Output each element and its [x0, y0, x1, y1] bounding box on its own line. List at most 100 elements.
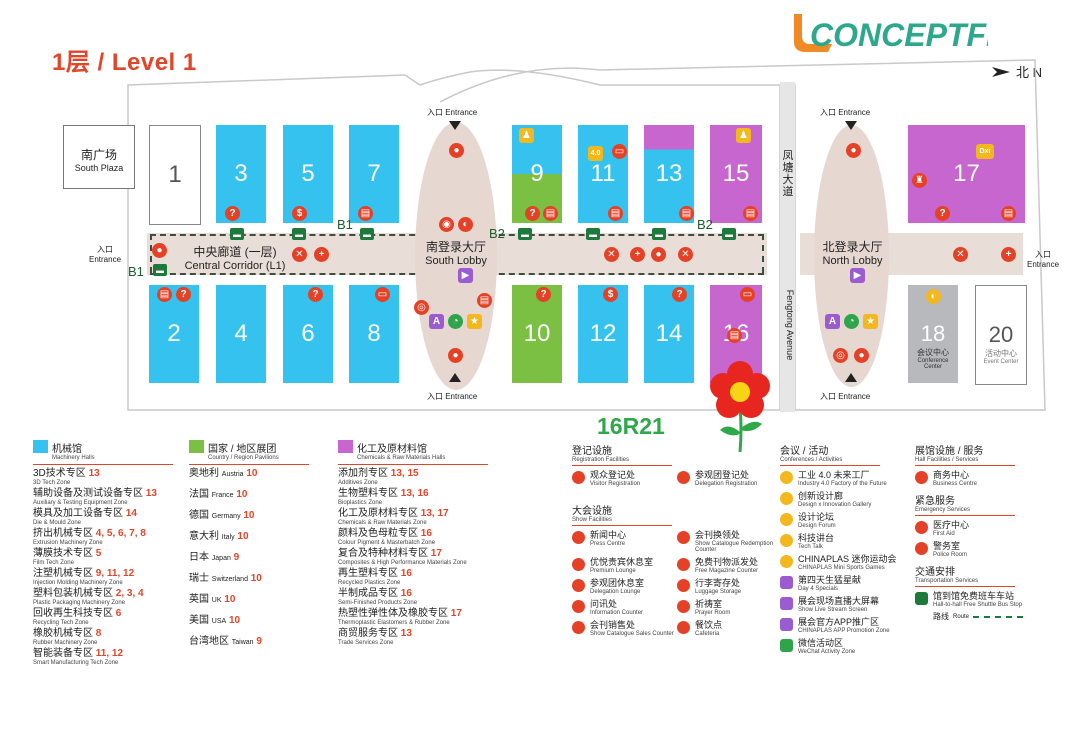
information-icon[interactable]: ?: [308, 287, 323, 302]
tech-talk-icon[interactable]: ♟: [736, 128, 751, 143]
luggage-icon[interactable]: ▤: [1001, 206, 1016, 221]
catalogue-redemption-icon[interactable]: ▭: [375, 287, 390, 302]
information-icon[interactable]: ?: [672, 287, 687, 302]
zone-item[interactable]: 瑞士 Switzerland 10: [189, 574, 329, 584]
wechat-icon[interactable]: ◔: [448, 314, 463, 329]
zone-item[interactable]: 日本 Japan 9: [189, 553, 329, 563]
luggage-icon[interactable]: ▤: [608, 206, 623, 221]
shuttle-bus-icon[interactable]: ▬: [360, 228, 374, 240]
hall-1[interactable]: 1: [149, 125, 201, 225]
cafeteria-icon[interactable]: ✕: [678, 247, 693, 262]
delegation-registration-icon[interactable]: ◎: [833, 348, 848, 363]
information-icon[interactable]: ?: [525, 206, 540, 221]
zone-item[interactable]: 美国 USA 10: [189, 616, 329, 626]
sports-games-icon[interactable]: ★: [863, 314, 878, 329]
first-aid-icon[interactable]: +: [630, 247, 645, 262]
luggage-icon[interactable]: ▤: [477, 293, 492, 308]
zone-item[interactable]: 德国 Germany 10: [189, 511, 329, 521]
zone-item[interactable]: 法国 France 10: [189, 490, 329, 500]
sports-games-icon[interactable]: ★: [467, 314, 482, 329]
press-centre-icon[interactable]: ◉: [439, 217, 454, 232]
industry-40-icon[interactable]: 4.0: [588, 146, 603, 161]
hall-7[interactable]: 7: [349, 125, 399, 223]
zone-item[interactable]: 奥地利 Austria 10: [189, 469, 329, 479]
police-room-icon[interactable]: ♜: [912, 173, 927, 188]
visitor-registration-icon[interactable]: ●: [846, 143, 861, 158]
shuttle-bus-icon[interactable]: ▬: [722, 228, 736, 240]
luggage-icon[interactable]: ▤: [157, 287, 172, 302]
delegation-registration-icon[interactable]: ◎: [414, 300, 429, 315]
luggage-icon[interactable]: ▤: [543, 206, 558, 221]
information-icon[interactable]: ?: [935, 206, 950, 221]
cafeteria-icon[interactable]: ✕: [953, 247, 968, 262]
shuttle-bus-icon[interactable]: ▬: [153, 264, 167, 276]
hall-3[interactable]: 3: [216, 125, 266, 223]
zone-item[interactable]: 台湾地区 Taiwan 9: [189, 637, 329, 647]
shuttle-bus-icon[interactable]: ▬: [652, 228, 666, 240]
luggage-icon[interactable]: ▤: [679, 206, 694, 221]
cafeteria-icon[interactable]: ✕: [604, 247, 619, 262]
free-magazine-icon[interactable]: ▤: [727, 328, 742, 343]
visitor-registration-icon[interactable]: ●: [854, 348, 869, 363]
hall-2[interactable]: 2: [149, 285, 199, 383]
app-promotion-icon[interactable]: A: [429, 314, 444, 329]
hall-6[interactable]: 6: [283, 285, 333, 383]
first-aid-icon[interactable]: +: [314, 247, 329, 262]
visitor-registration-icon[interactable]: ●: [449, 143, 464, 158]
tech-talk-icon[interactable]: ♟: [519, 128, 534, 143]
flower-marker-icon[interactable]: [700, 360, 780, 455]
live-stream-icon[interactable]: ▶: [458, 268, 473, 283]
visitor-registration-icon[interactable]: ●: [448, 348, 463, 363]
catalogue-redemption-icon[interactable]: ▭: [612, 144, 627, 159]
delegation-lounge-icon[interactable]: ●: [651, 247, 666, 262]
app-promotion-icon[interactable]: A: [825, 314, 840, 329]
shuttle-bus-icon[interactable]: ▬: [292, 228, 306, 240]
cafeteria-icon[interactable]: ✕: [292, 247, 307, 262]
hall-20[interactable]: 20 活动中心 Event Center: [975, 285, 1027, 385]
hall-13[interactable]: 13: [655, 160, 683, 187]
catalogue-sales-icon[interactable]: $: [292, 206, 307, 221]
luggage-icon[interactable]: ▤: [358, 206, 373, 221]
zone-item[interactable]: 英国 UK 10: [189, 595, 329, 605]
hall-18[interactable]: 18 会议中心 Conference Center: [908, 285, 958, 383]
hall-4[interactable]: 4: [216, 285, 266, 383]
catalogue-sales-icon[interactable]: $: [603, 287, 618, 302]
live-stream-icon[interactable]: ▶: [850, 268, 865, 283]
